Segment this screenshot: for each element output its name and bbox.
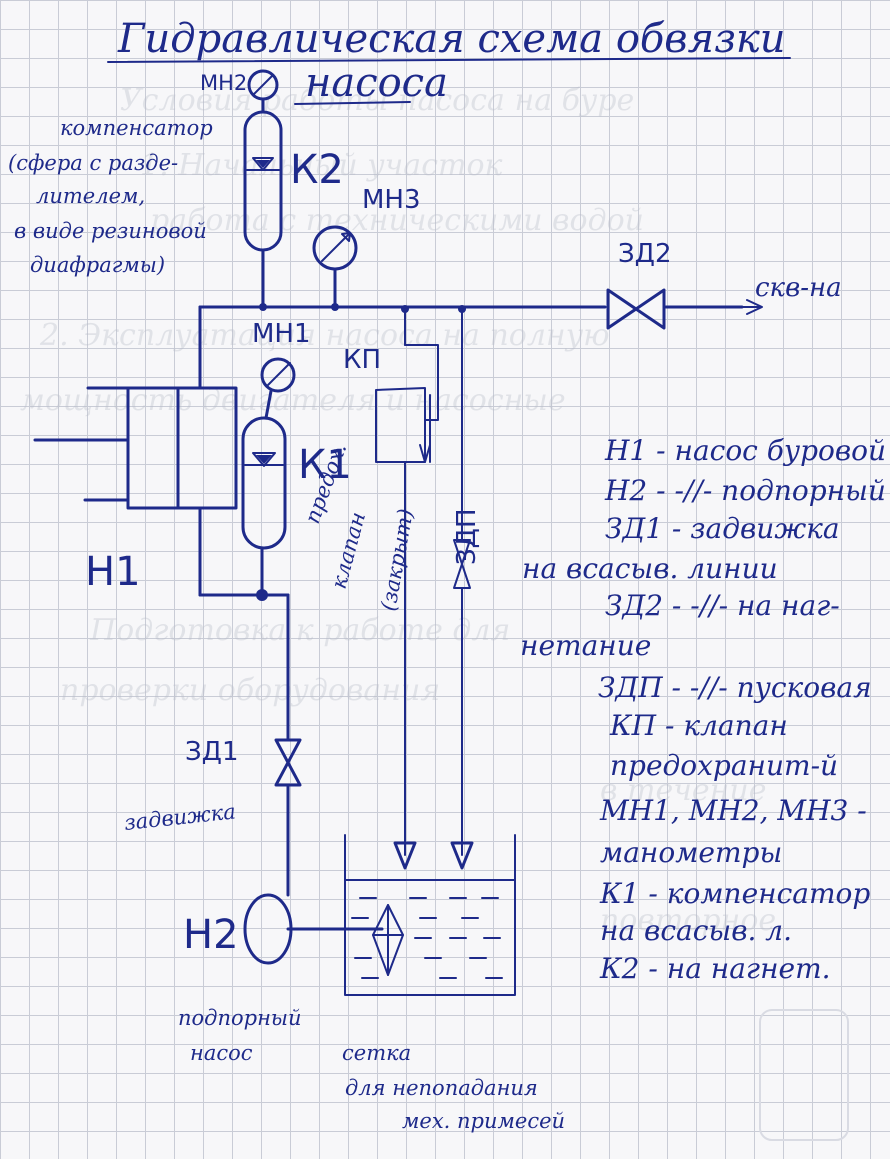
compensator-note: компенсатор (сфера с разде- лителем, в в…: [8, 116, 213, 277]
valve-icon: [453, 539, 471, 589]
start-line-zdp: ЗДП: [450, 308, 482, 870]
screen-note: сетка для непопадания мех. примесей: [342, 1041, 565, 1133]
svg-text:(сфера с разде-: (сфера с разде-: [8, 151, 178, 175]
svg-text:Условия работы насоса на б: Условия работы насоса на буре: [120, 83, 634, 118]
zd2-label: ЗД2: [618, 239, 672, 269]
relief-valve-kp: КП: [343, 308, 439, 870]
pump-h2: Н2: [183, 893, 384, 965]
zd1-label: ЗД1: [185, 737, 239, 767]
legend-item: ЗД1 - задвижка: [605, 512, 840, 545]
tank-body: [344, 834, 516, 996]
compensator-k2: К2: [243, 110, 344, 309]
h1-label: Н1: [85, 549, 141, 595]
booster-pump-note: подпорный насос: [178, 1006, 302, 1065]
svg-text:насос: насос: [190, 1041, 253, 1065]
legend-item: предохранит-й: [610, 749, 838, 782]
svg-text:в виде резиновой: в виде резиновой: [14, 219, 207, 243]
discharge-line: скв-на: [198, 273, 842, 315]
title-underline-2: [294, 101, 411, 105]
manometer-mn1: МН1: [252, 319, 311, 420]
legend-item: на всасыв. линии: [522, 552, 778, 585]
svg-text:компенсатор: компенсатор: [60, 116, 213, 140]
legend-item: ЗД2 - -//- на наг-: [605, 589, 840, 622]
gate-valve-note: задвижка: [123, 799, 237, 835]
legend-item: МН1, МН2, МН3 -: [599, 794, 867, 827]
zdp-label: ЗДП: [452, 508, 482, 565]
manometer-mn2: МН2: [200, 69, 279, 114]
svg-text:повторное: повторное: [600, 903, 776, 938]
svg-text:для непопадания: для непопадания: [345, 1076, 538, 1100]
valve-zd1: ЗД1 задвижка: [123, 737, 302, 835]
k1-label: К1: [298, 442, 352, 488]
svg-text:проверки оборудования: проверки оборудования: [60, 673, 440, 708]
svg-text:мех. примесей: мех. примесей: [402, 1109, 565, 1133]
svg-text:клапан: клапан: [327, 509, 370, 591]
well-label: скв-на: [755, 273, 842, 303]
h2-label: Н2: [183, 912, 239, 958]
title-line-2: насоса: [305, 60, 448, 106]
svg-text:работа с техническими водой: работа с техническими водой: [150, 203, 644, 238]
svg-text:подпорный: подпорный: [178, 1006, 302, 1030]
mn3-label: МН3: [362, 185, 421, 215]
legend-item: манометры: [600, 836, 782, 869]
mn2-label: МН2: [200, 71, 247, 95]
valve-zd2: ЗД2: [606, 239, 672, 330]
legend-item: на всасыв. л.: [600, 914, 792, 947]
legend-item: Н1 - насос буровой: [604, 434, 886, 467]
svg-text:сетка: сетка: [342, 1041, 411, 1065]
svg-text:лителем,: лителем,: [36, 184, 145, 208]
title-line-1: Гидравлическая схема обвязки: [117, 16, 786, 62]
valve-icon: [274, 738, 302, 787]
legend-item: К1 - компенсатор: [599, 877, 870, 910]
kp-label: КП: [343, 345, 381, 375]
svg-text:в течение: в течение: [600, 773, 766, 808]
compensator-body: [241, 416, 287, 550]
legend-item: К2 - на нагнет.: [599, 952, 831, 985]
legend-item: ЗДП - -//- пусковая: [598, 671, 872, 704]
pump-body: [243, 893, 293, 965]
corner-box: [759, 1009, 849, 1141]
svg-text:(закрыт): (закрыт): [376, 507, 418, 613]
svg-text:Подготовка к работе для: Подготовка к работе для: [89, 613, 510, 648]
svg-text:2. Эксплуатация насоса на п: 2. Эксплуатация насоса на полную: [39, 318, 610, 353]
compensator-k1: К1: [241, 416, 352, 597]
mn1-label: МН1: [252, 319, 311, 349]
svg-text:1. Начальный участок: 1. Начальный участок: [140, 148, 503, 183]
legend-item: КП - клапан: [609, 709, 788, 742]
tank: [344, 834, 516, 996]
manometer-mn3: МН3: [312, 185, 421, 309]
legend: Н1 - насос буровой Н2 - -//- подпорный З…: [520, 434, 886, 985]
valve-icon: [606, 288, 666, 330]
bleed-through-text: Условия работы насоса на буре 1. Начальн…: [20, 83, 776, 938]
legend-item: Н2 - -//- подпорный: [604, 474, 886, 507]
pump-body: [126, 386, 238, 510]
legend-item: нетание: [520, 629, 651, 662]
gauge-icon: [260, 357, 296, 393]
pump-h1: Н1: [33, 305, 264, 597]
svg-text:диафрагмы): диафрагмы): [30, 253, 165, 277]
title-underline-1: [107, 57, 791, 63]
k2-label: К2: [290, 147, 344, 193]
suction-line: [256, 589, 290, 897]
title: Гидравлическая схема обвязки насоса: [107, 16, 791, 106]
